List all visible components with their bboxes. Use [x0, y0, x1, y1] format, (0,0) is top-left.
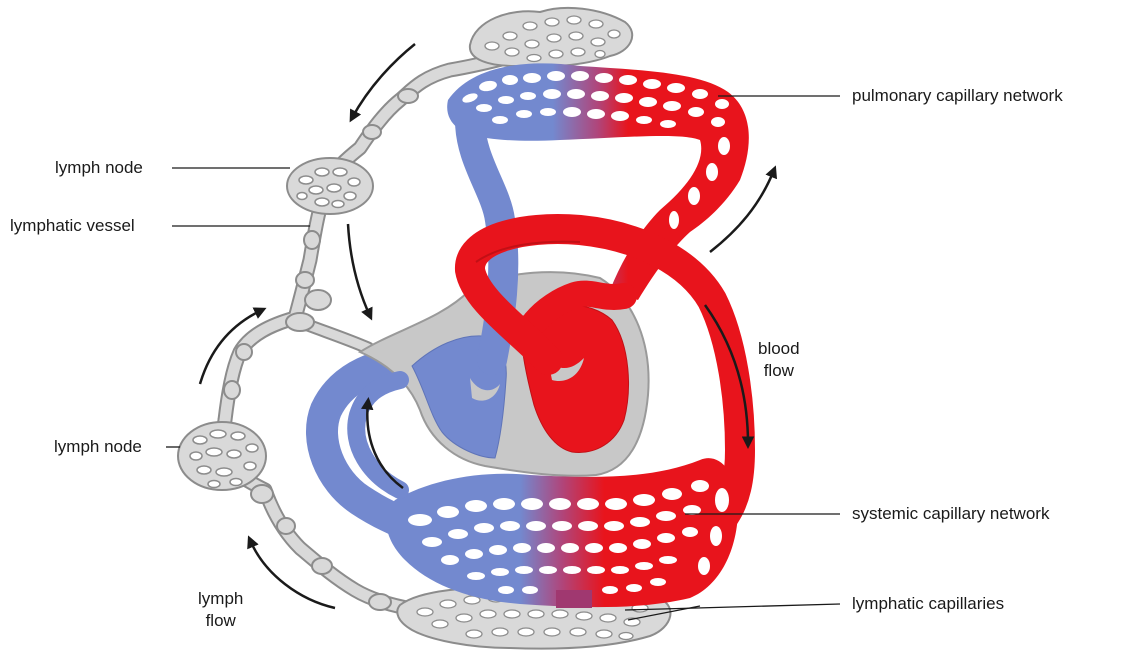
label-lymph-node-top: lymph node	[55, 158, 143, 178]
label-systemic-capillary-network: systemic capillary network	[852, 504, 1049, 524]
label-lymph-flow-line1: lymph	[198, 588, 243, 610]
label-blood-flow-line2: flow	[758, 360, 800, 382]
blood-circulation	[322, 63, 749, 608]
lymph-node-top	[287, 158, 373, 214]
lymph-node-bottom	[178, 422, 266, 490]
label-lymph-flow: lymph flow	[198, 588, 243, 632]
label-pulmonary-capillary-network: pulmonary capillary network	[852, 86, 1063, 106]
systemic-capillary-network	[386, 458, 738, 608]
label-blood-flow: blood flow	[758, 338, 800, 382]
label-lymphatic-capillaries: lymphatic capillaries	[852, 594, 1004, 614]
arrow-lymph-mid	[348, 224, 370, 316]
label-lymph-node-bottom: lymph node	[54, 437, 142, 457]
label-lymphatic-vessel: lymphatic vessel	[10, 216, 135, 236]
label-lymph-flow-line2: flow	[198, 610, 243, 632]
label-blood-flow-line1: blood	[758, 338, 800, 360]
lymphatic-capillary-cluster-top	[470, 8, 632, 67]
